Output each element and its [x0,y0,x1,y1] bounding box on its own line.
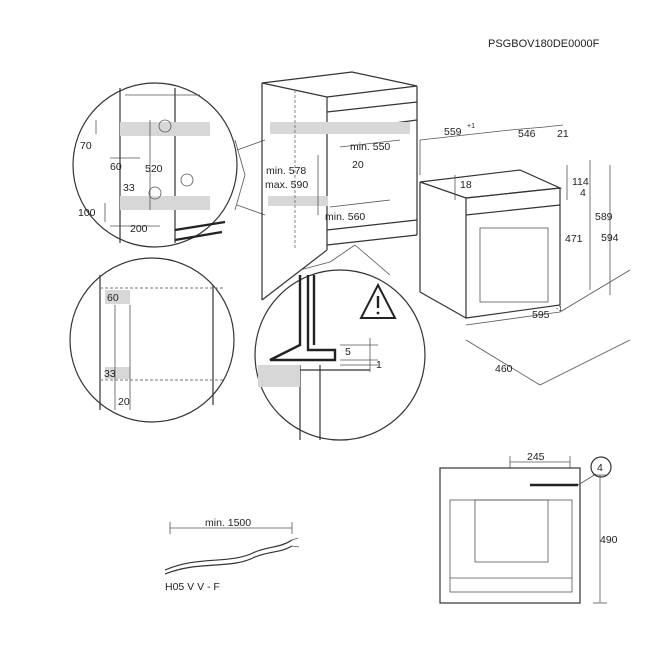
dim-546: 546 [518,128,536,140]
cable-type: H05 V V - F [165,581,220,593]
dim-33: 33 [123,182,135,194]
dim-b-20: 20 [118,396,130,408]
dim-471: 471 [565,233,583,245]
dim-21: 21 [557,128,569,140]
dim-559-tolerance: +1 [467,123,475,130]
dim-520: 520 [145,163,163,175]
dim-559: 559 [444,126,462,138]
dim-594: 594 [601,232,619,244]
dim-70: 70 [80,140,92,152]
screw-symbol-side [590,456,612,478]
document-code: PSGBOV180DE0000F [488,38,600,50]
dim-cabinet-20: 20 [352,159,364,171]
dim-b-60: 60 [107,292,119,304]
cable-length: min. 1500 [205,517,251,529]
detail-spacing-circle: 60 33 20 [69,257,235,423]
dim-min-560: min. 560 [325,211,365,223]
dim-589: 589 [595,211,613,223]
dim-min-550: min. 550 [350,141,390,153]
dim-100: 100 [78,207,96,219]
screw-symbol-lower [180,173,194,187]
dim-245: 245 [527,451,545,463]
dim-18: 18 [460,179,472,191]
screw-symbol-upper [158,119,172,133]
detail-profile-circle: 5 1 [254,269,426,441]
detail-fixing-circle: 70 60 520 33 100 200 [72,82,238,248]
cabinet-niche-drawing: min. 578 max. 590 min. 550 20 min. 560 [261,71,418,301]
dim-b-33: 33 [104,368,116,380]
dim-60: 60 [110,161,122,173]
dim-min-578: min. 578 [266,165,306,177]
dim-200: 200 [130,223,148,235]
dim-max-590: max. 590 [265,179,308,191]
dim-4: 4 [580,187,586,199]
dim-490: 490 [600,534,618,546]
dim-595: 595 [532,309,550,321]
oven-side-view: 4 245 490 [439,451,618,604]
dim-c-1: 1 [376,359,382,371]
dim-c-5: 5 [345,346,351,358]
dim-114: 114 [572,176,589,188]
power-cable-drawing: min. 1500 H05 V V - F [164,517,300,593]
screw-symbol-middle [148,186,162,200]
screw-number: 4 [597,462,603,474]
dim-460: 460 [495,363,513,375]
oven-drawing: 559 +1 546 21 114 4 18 589 594 471 595 -… [419,123,631,386]
dim-595-tolerance: -1 [556,306,562,313]
